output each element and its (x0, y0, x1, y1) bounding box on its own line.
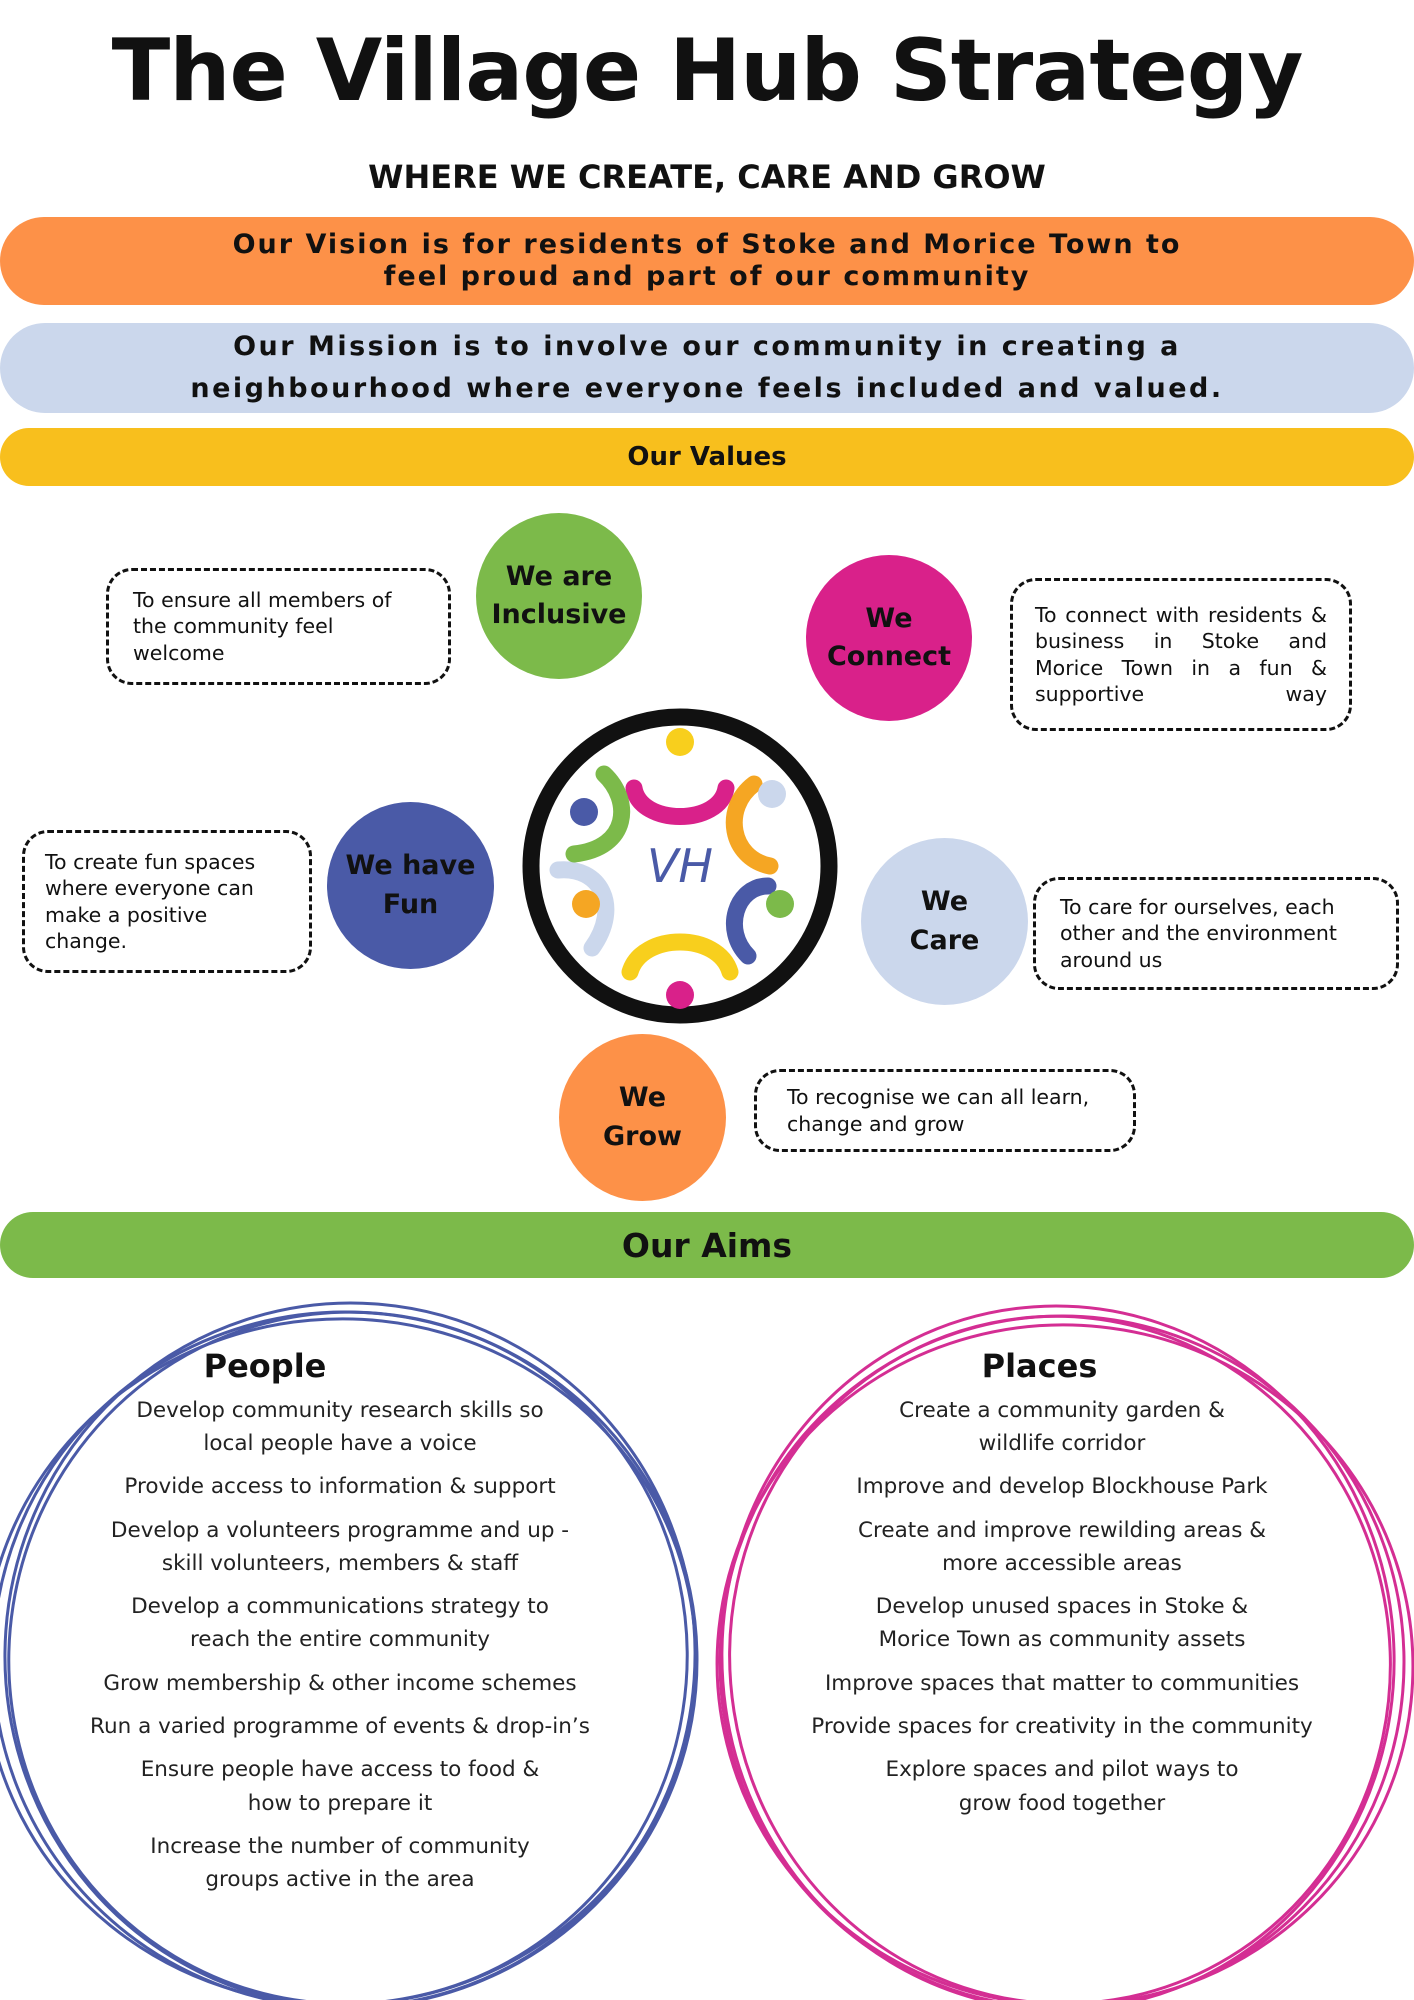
value-description-box: To create fun spaces where everyone can … (22, 830, 312, 973)
aim-item: Develop unused spaces in Stoke & Morice … (875, 1594, 1249, 1653)
logo-head-top (666, 728, 694, 756)
logo-text: VH (647, 839, 713, 893)
logo-head-upper-right (758, 780, 786, 808)
aim-item: Improve and develop Blockhouse Park (856, 1474, 1268, 1500)
logo-figure-lower-right (725, 877, 777, 965)
value-description: To recognise we can all learn, change an… (787, 1085, 1090, 1136)
logo-figure-lower-left (549, 861, 615, 957)
value-circle-inclusive: We are Inclusive (476, 513, 642, 679)
value-description: To connect with residents & business in … (1035, 603, 1327, 706)
logo-figure-top (625, 779, 735, 825)
value-circle-fun: We have Fun (327, 802, 494, 969)
value-description: To care for ourselves, each other and th… (1060, 895, 1337, 972)
logo-figure-upper-left (565, 765, 631, 863)
value-circle-connect: We Connect (806, 555, 972, 721)
value-description-box: To recognise we can all learn, change an… (754, 1069, 1136, 1152)
value-name: We Connect (826, 602, 952, 672)
page-title: The Village Hub Strategy (111, 21, 1304, 121)
value-name: We are Inclusive (491, 560, 627, 630)
aim-item: Create and improve rewilding areas & mor… (857, 1517, 1267, 1576)
aim-item: Improve spaces that matter to communitie… (824, 1670, 1300, 1696)
aim-item: Develop community research skills so loc… (136, 1397, 544, 1456)
aims-heading: Our Aims (0, 1212, 1414, 1278)
mission-text: Our Mission is to involve our community … (190, 331, 1224, 404)
mission-banner: Our Mission is to involve our community … (0, 323, 1414, 413)
logo-figure-bottom (621, 933, 739, 981)
logo-figure-upper-right (725, 775, 779, 875)
aims-people-title: People (203, 1347, 327, 1385)
value-name: We Grow (603, 1082, 682, 1152)
aim-item: Provide access to information & support (124, 1474, 556, 1500)
value-description-box: To connect with residents & business in … (1010, 578, 1352, 731)
aim-item: Run a varied programme of events & drop-… (90, 1714, 590, 1740)
village-hub-logo: VH (522, 708, 838, 1024)
aim-item: Develop a communications strategy to rea… (131, 1594, 549, 1653)
logo-head-lower-right (766, 890, 794, 918)
aims-places-title: Places (981, 1347, 1098, 1385)
value-circle-grow: We Grow (559, 1034, 726, 1201)
values-heading: Our Values (0, 428, 1414, 486)
vision-text: Our Vision is for residents of Stoke and… (232, 229, 1182, 292)
aim-item: Increase the number of community groups … (150, 1834, 530, 1893)
aim-item: Develop a volunteers programme and up -s… (110, 1517, 570, 1576)
value-description: To create fun spaces where everyone can … (45, 850, 256, 953)
aim-item: Explore spaces and pilot ways to grow fo… (885, 1757, 1239, 1816)
logo-head-lower-left (572, 890, 600, 918)
vision-banner: Our Vision is for residents of Stoke and… (0, 217, 1414, 305)
value-name: We have Fun (345, 850, 476, 920)
page-subtitle: WHERE WE CREATE, CARE AND GROW (368, 158, 1046, 196)
value-name: We Care (909, 886, 980, 956)
aim-item: Ensure people have access to food & how … (140, 1757, 540, 1816)
value-description-box: To care for ourselves, each other and th… (1033, 877, 1399, 990)
value-description-box: To ensure all members of the community f… (106, 568, 451, 685)
aim-item: Provide spaces for creativity in the com… (811, 1714, 1313, 1740)
aims-places-column: Places Create a community garden & wildl… (802, 1346, 1322, 1830)
aim-item: Create a community garden & wildlife cor… (899, 1397, 1225, 1456)
logo-head-bottom (666, 981, 694, 1009)
aim-item: Grow membership & other income schemes (103, 1670, 577, 1696)
value-circle-care: We Care (861, 838, 1028, 1005)
value-description: To ensure all members of the community f… (133, 588, 392, 665)
logo-head-upper-left (570, 798, 598, 826)
aims-people-column: People Develop community research skills… (90, 1346, 590, 1907)
